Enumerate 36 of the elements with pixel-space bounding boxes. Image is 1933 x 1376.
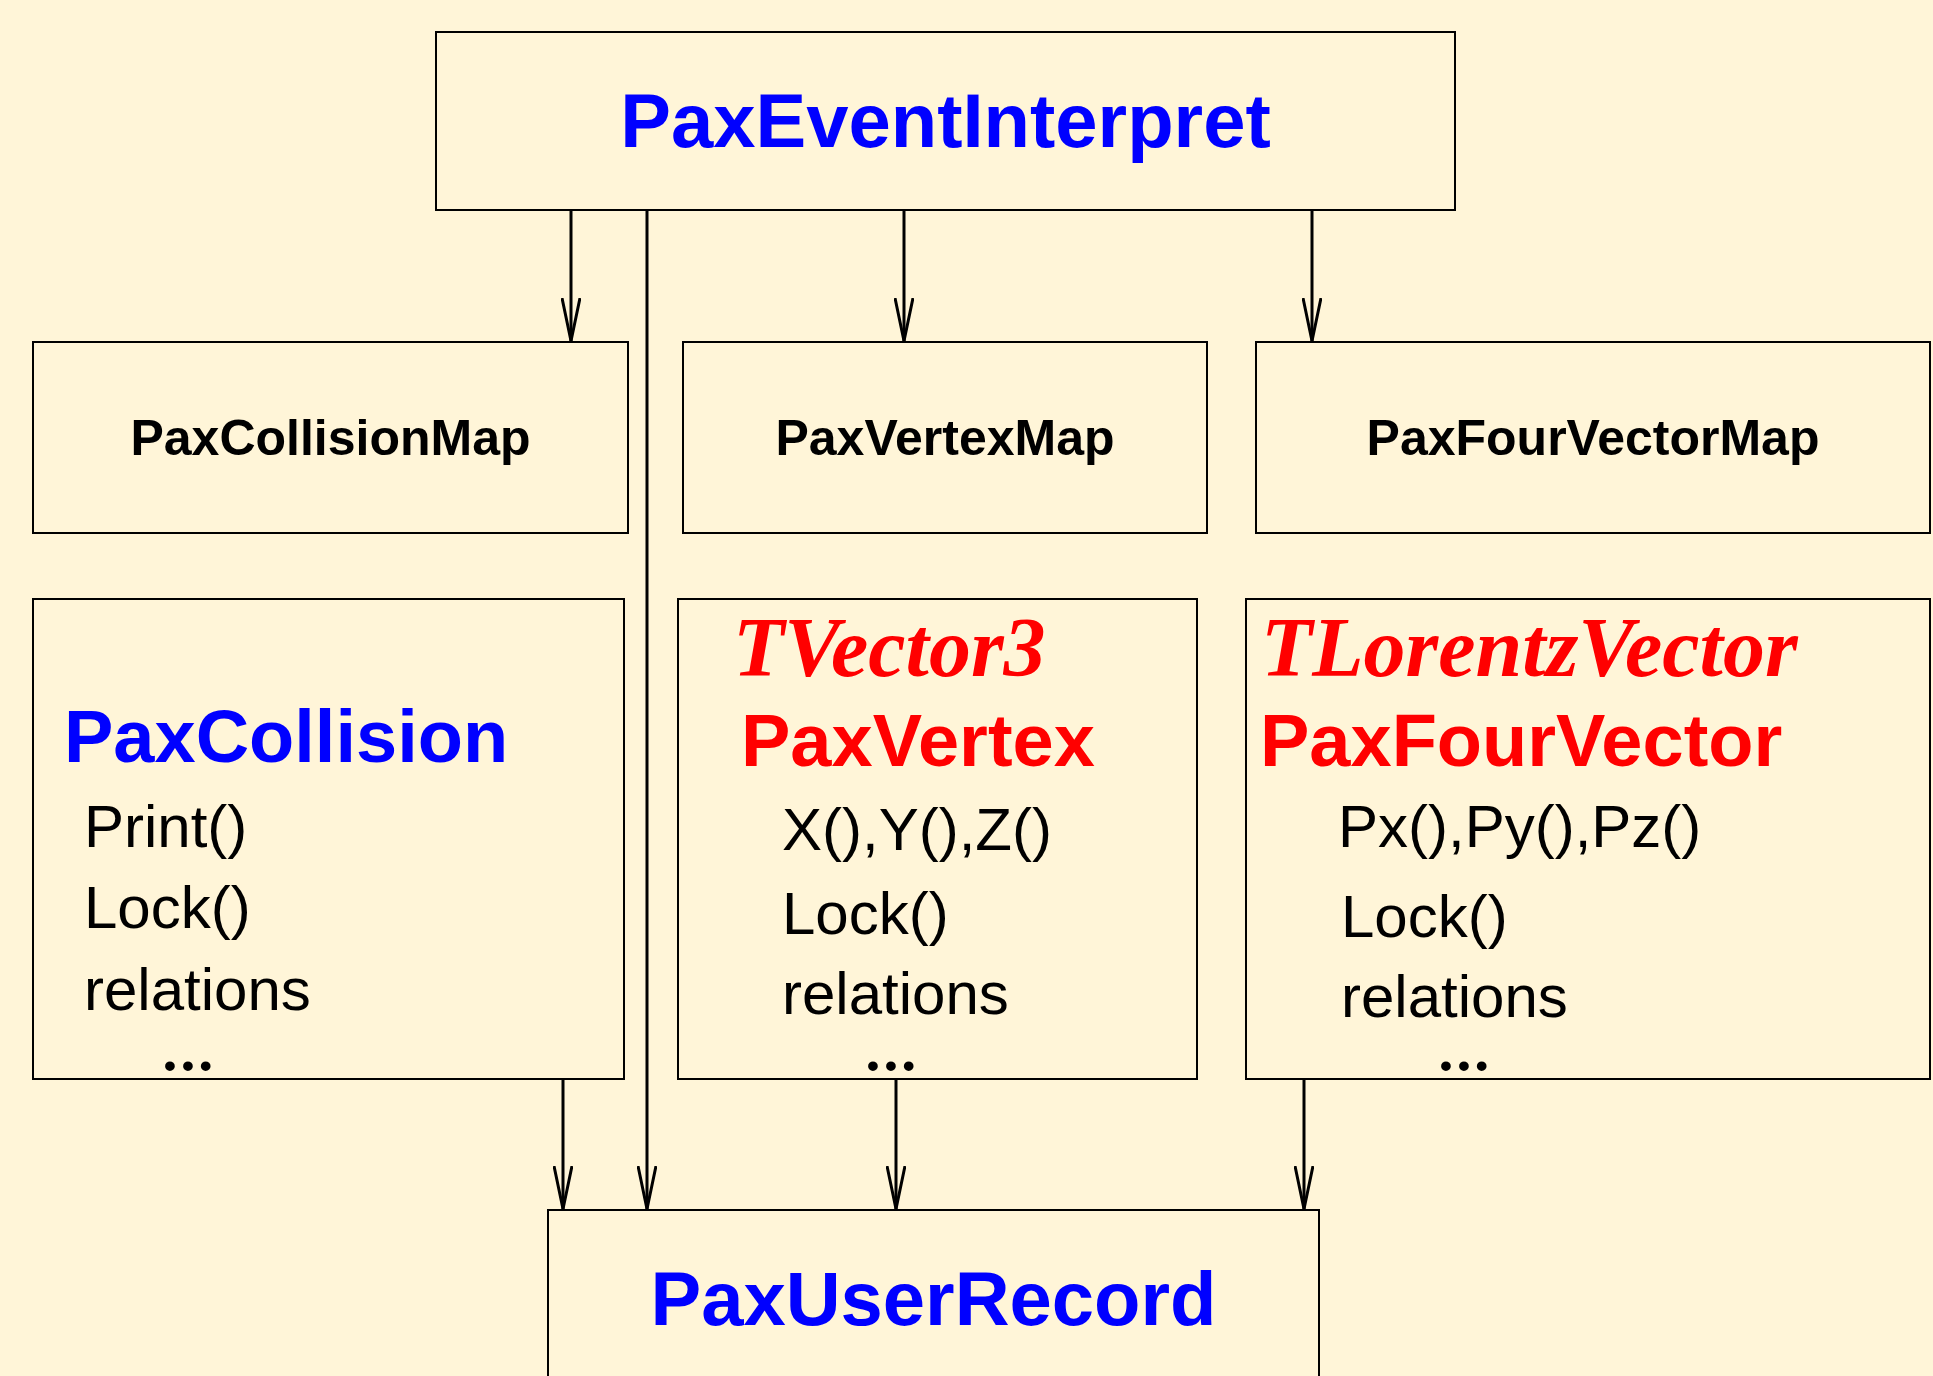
method-name: relations: [84, 960, 311, 1020]
base-class-name: TVector3: [733, 606, 1046, 690]
class-box: [682, 341, 1208, 534]
arrow: [552, 1080, 574, 1211]
class-name: PaxFourVector: [1260, 704, 1783, 778]
method-name: Px(),Py(),Pz(): [1338, 797, 1702, 857]
method-name: Lock(): [84, 878, 251, 938]
arrow: [1293, 1080, 1315, 1211]
ellipsis: •••: [1440, 1048, 1494, 1082]
ellipsis: •••: [867, 1048, 921, 1082]
class-box: [32, 598, 625, 1080]
base-class-name: TLorentzVector: [1261, 606, 1798, 690]
method-name: Lock(): [1341, 887, 1508, 947]
class-box: [435, 31, 1456, 211]
class-box: [1255, 341, 1931, 534]
class-box: [547, 1209, 1320, 1376]
arrow: [893, 211, 915, 343]
arrow: [1301, 211, 1323, 343]
method-name: X(),Y(),Z(): [782, 800, 1052, 860]
class-box: [1245, 598, 1931, 1080]
arrow: [885, 1080, 907, 1211]
method-name: relations: [782, 964, 1009, 1024]
arrow: [636, 211, 658, 1211]
class-name: PaxCollision: [64, 700, 509, 774]
method-name: relations: [1341, 967, 1568, 1027]
class-name: PaxUserRecord: [650, 1261, 1217, 1337]
class-name: PaxVertex: [741, 704, 1095, 778]
class-name: PaxVertexMap: [775, 412, 1115, 463]
ellipsis: •••: [164, 1048, 218, 1082]
class-name: PaxCollisionMap: [130, 412, 531, 463]
method-name: Print(): [84, 797, 248, 857]
class-box: [677, 598, 1198, 1080]
class-box: [32, 341, 629, 534]
class-name: PaxFourVectorMap: [1366, 412, 1820, 463]
arrow: [560, 211, 582, 343]
method-name: Lock(): [782, 884, 949, 944]
